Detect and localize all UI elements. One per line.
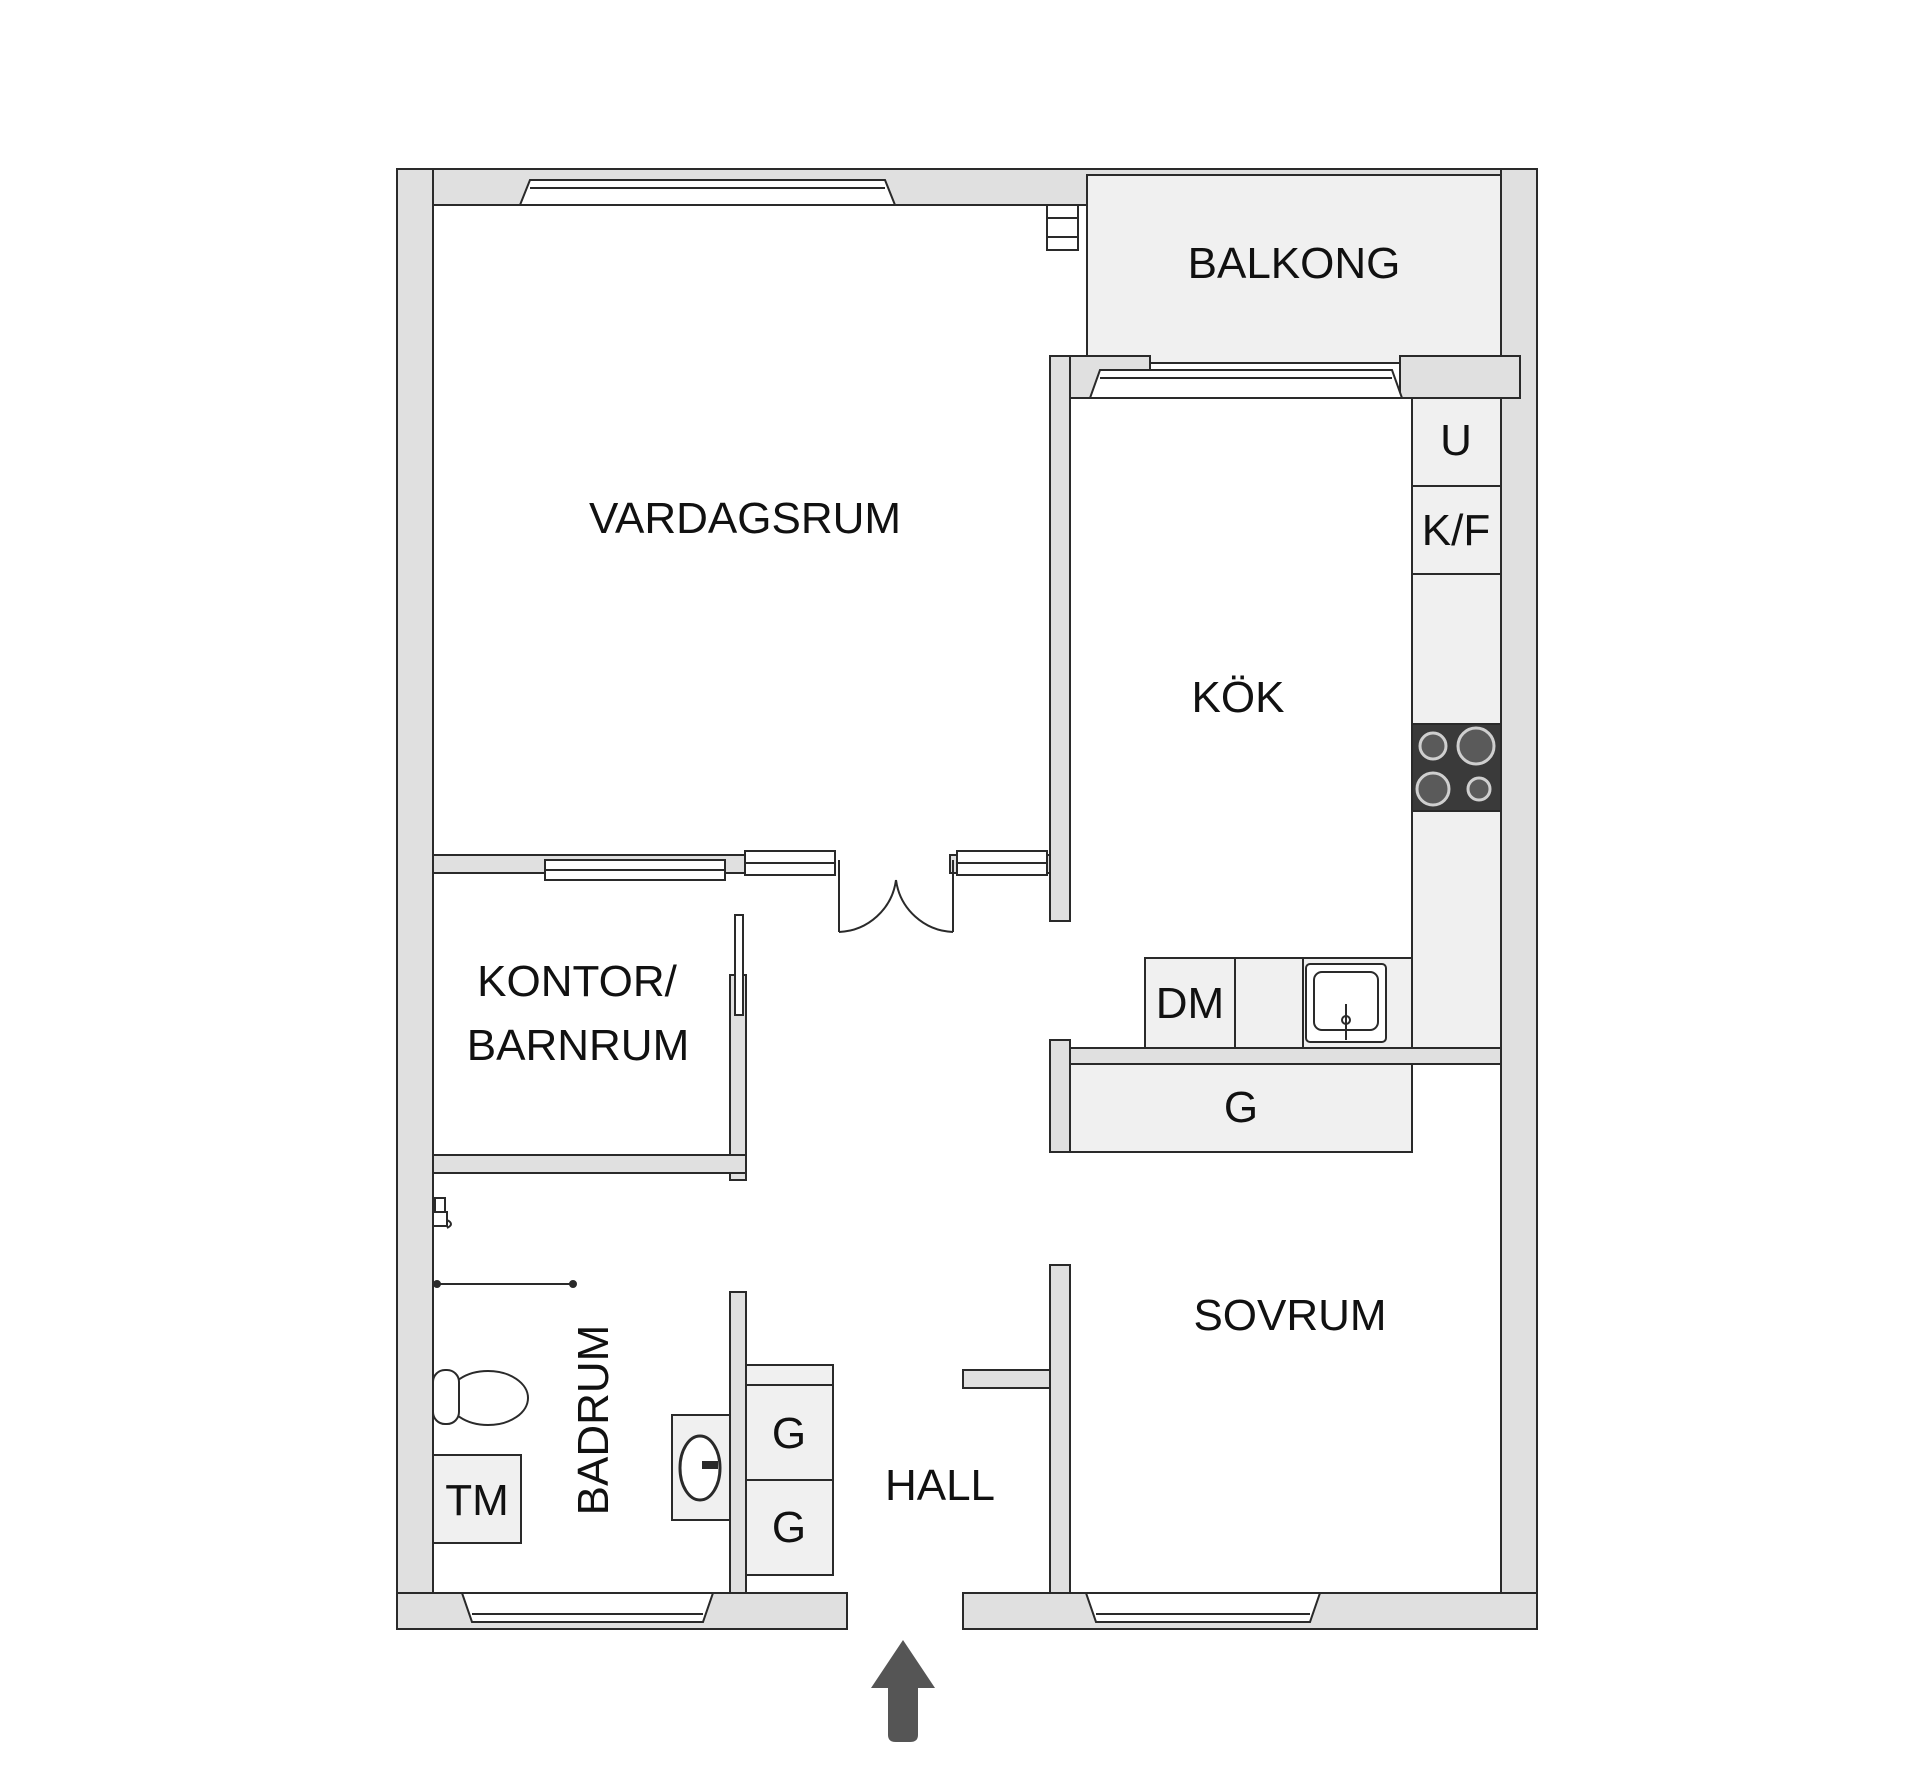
room-label-kontor: KONTOR/ (477, 957, 677, 1006)
washbasin-icon (671, 1414, 731, 1521)
room-label-vardagsrum: VARDAGSRUM (589, 494, 901, 543)
room-label-kok: KÖK (1192, 673, 1285, 722)
sink-icon (1305, 963, 1387, 1043)
toilet-icon (432, 1369, 529, 1426)
kitchen-counter-right (1411, 397, 1502, 1049)
shower-icon (432, 1197, 577, 1288)
office-sliding-door (734, 914, 744, 1016)
room-label-hall: HALL (885, 1461, 995, 1510)
balcony-floor (1086, 174, 1502, 364)
fixture-label-u: U (1440, 416, 1472, 465)
hall-cabinets (745, 1364, 834, 1576)
stove-icon (1415, 726, 1496, 807)
room-label-balkong: BALKONG (1188, 239, 1401, 288)
fixture-label-kf: K/F (1422, 506, 1490, 555)
double-door (838, 860, 954, 933)
fixture-label-g-hall-1: G (772, 1409, 806, 1458)
windows (460, 179, 1404, 1623)
cabinet-g-kitchen (1069, 1063, 1413, 1153)
room-label-sovrum: SOVRUM (1193, 1291, 1386, 1340)
room-label-barnrum: BARNRUM (467, 1021, 689, 1070)
fixture-label-tm: TM (445, 1476, 509, 1525)
fixture-label-g-kitchen: G (1224, 1083, 1258, 1132)
washing-machine (432, 1454, 522, 1544)
fixture-label-dm: DM (1156, 979, 1224, 1028)
up-arrow-icon (871, 1640, 935, 1742)
fixture-label-g-hall-2: G (772, 1503, 806, 1552)
room-label-badrum: BADRUM (569, 1325, 618, 1516)
